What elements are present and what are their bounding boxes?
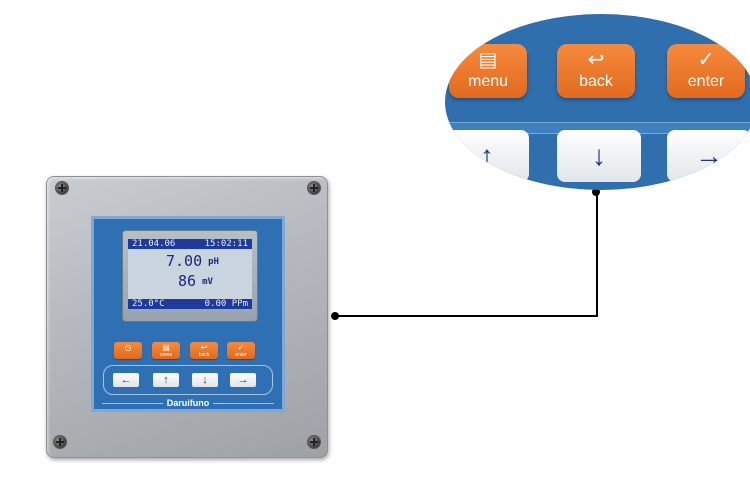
menu-icon: ▤	[162, 343, 170, 352]
menu-label: menu	[159, 352, 173, 358]
zoom-enter-label: enter	[687, 73, 725, 90]
zoom-arrow-right-button[interactable]: →	[667, 130, 750, 182]
front-panel: 21.04.06 15:02:11 7.00 pH 86 mV 25.0°C 0.0…	[91, 216, 285, 412]
zoom-back-button[interactable]: ↩ back	[557, 44, 635, 98]
zoom-arrow-down-button[interactable]: ↓	[557, 130, 641, 182]
back-label: back	[198, 352, 210, 358]
lcd-mv-reading: 86 mV	[178, 273, 213, 290]
lcd-footer-bar: 25.0°C 0.00 PPm	[128, 299, 252, 309]
menu-icon: ▤	[478, 49, 498, 71]
lcd-temperature: 25.0°C	[132, 299, 165, 309]
arrow-down-button[interactable]: ↓	[192, 373, 218, 387]
brand-text: Daruifuno	[162, 398, 214, 408]
controller-housing: 21.04.06 15:02:11 7.00 pH 86 mV 25.0°C 0.0…	[46, 176, 328, 458]
back-icon: ↩	[200, 343, 208, 352]
callout-anchor-dot	[592, 188, 600, 196]
ph-unit: pH	[208, 257, 219, 267]
arrow-up-button[interactable]: ↑	[153, 373, 179, 387]
arrow-left-button[interactable]: ←	[113, 373, 139, 387]
lcd-concentration: 0.00 PPm	[204, 299, 248, 309]
callout-anchor-dot	[331, 312, 339, 320]
enter-icon: ✓	[237, 343, 245, 352]
menu-button[interactable]: ▤ menu	[152, 342, 180, 359]
calibrate-icon: ◷	[124, 343, 132, 352]
screw-icon	[56, 182, 68, 194]
arrow-key-group: ← ↑ ↓ →	[103, 365, 273, 395]
lcd-display: 21.04.06 15:02:11 7.00 pH 86 mV 25.0°C 0.0…	[128, 239, 252, 309]
keypad-zoom-view: ▤ menu ↩ back ✓ enter ↑ ↓ →	[445, 14, 750, 190]
display-bezel: 21.04.06 15:02:11 7.00 pH 86 mV 25.0°C 0.0…	[122, 230, 258, 322]
lcd-date: 21.04.06	[132, 239, 176, 249]
enter-button[interactable]: ✓ enter	[227, 342, 255, 359]
back-icon: ↩	[587, 49, 605, 71]
ph-value: 7.00	[166, 252, 203, 270]
zoom-arrow-up-button[interactable]: ↑	[445, 130, 529, 182]
mv-unit: mV	[202, 277, 213, 287]
screw-icon	[308, 436, 320, 448]
zoom-menu-label: menu	[467, 73, 509, 90]
brand-logo: Daruifuno	[94, 397, 282, 409]
enter-label: enter	[235, 352, 247, 358]
back-button[interactable]: ↩ back	[190, 342, 218, 359]
calibrate-button[interactable]: ◷	[114, 342, 142, 359]
screw-icon	[308, 182, 320, 194]
zoom-back-label: back	[579, 73, 613, 90]
zoom-menu-button[interactable]: ▤ menu	[449, 44, 527, 98]
zoom-enter-button[interactable]: ✓ enter	[667, 44, 745, 98]
lcd-ph-reading: 7.00 pH	[166, 253, 219, 270]
lcd-status-bar: 21.04.06 15:02:11	[128, 239, 252, 249]
arrow-right-button[interactable]: →	[230, 373, 256, 387]
lcd-time: 15:02:11	[204, 239, 248, 249]
callout-line-horizontal	[335, 315, 597, 317]
callout-line-vertical	[596, 192, 598, 317]
screw-icon	[54, 436, 66, 448]
mv-value: 86	[178, 272, 197, 290]
enter-icon: ✓	[697, 49, 715, 71]
